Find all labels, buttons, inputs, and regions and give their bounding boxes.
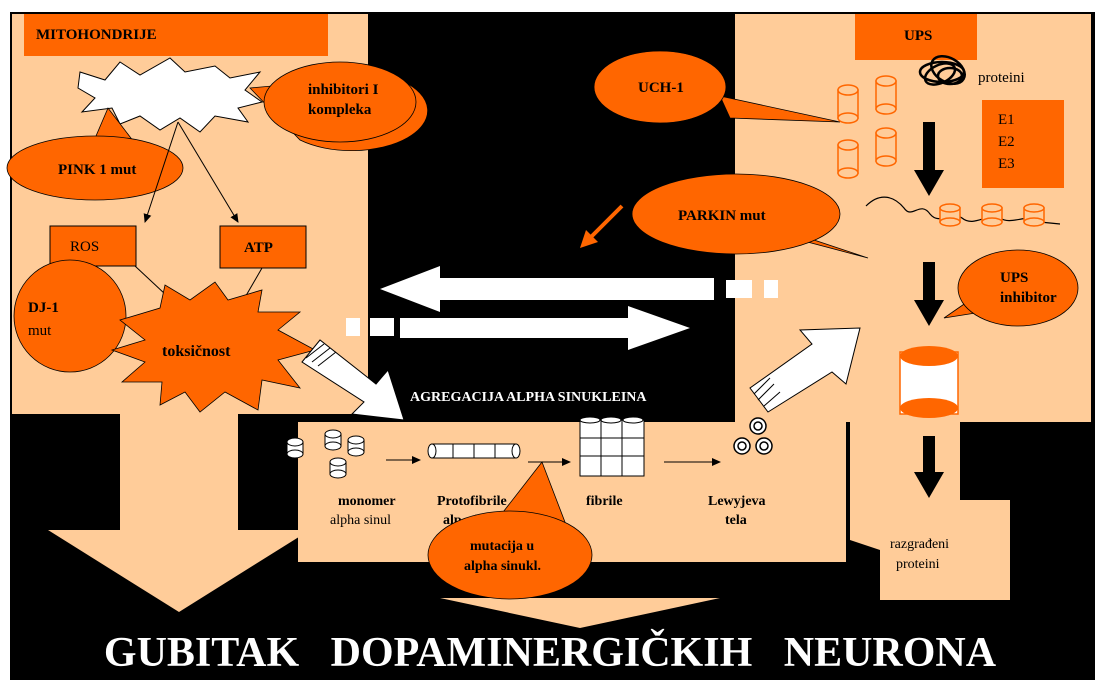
lewy-bodies-icon: [733, 417, 773, 455]
parkin-arrow: [580, 204, 624, 248]
protofibril-icon: [427, 443, 521, 459]
parkin-label: PARKIN mut: [678, 208, 766, 224]
stage-monomer-2: alpha sinul: [330, 513, 391, 528]
uch1-pointer: [719, 95, 841, 123]
footer-title: GUBITAK DOPAMINERGIČKIH NEURONA: [104, 628, 997, 676]
ups-inhibitor-label-2: inhibitor: [1000, 290, 1057, 306]
stage-lewy-2: tela: [725, 513, 747, 528]
enzymes-box: [982, 100, 1064, 188]
complex-burst: [77, 57, 264, 133]
inhibitors-label-2: kompleka: [308, 102, 372, 118]
ups-flow-arrows: [914, 122, 944, 498]
down-arrow-center: [440, 598, 720, 628]
arrow-toxicity-to-aggregation: [301, 339, 405, 421]
fibril-icon: [579, 416, 645, 477]
dj1-label-1: DJ-1: [28, 300, 59, 316]
uch1-label: UCH-1: [638, 80, 684, 96]
stage-protofibril-1: Protofibrile: [437, 494, 507, 509]
ups-title-box: [855, 14, 977, 60]
toxicity-label: toksičnost: [162, 343, 231, 360]
mutation-label-2: alpha sinukl.: [464, 559, 541, 574]
enzyme-e2: E2: [998, 134, 1015, 150]
monomer-icon: [286, 429, 365, 479]
white-arrow-left: [380, 266, 714, 312]
ups-inhibitor-label-1: UPS: [1000, 270, 1028, 286]
degraded-proteins-2: proteini: [896, 557, 940, 572]
degraded-proteins-1: razgrađeni: [890, 537, 949, 552]
aggregation-title: AGREGACIJA ALPHA SINUKLEINA: [410, 390, 647, 405]
pink1-label: PINK 1 mut: [58, 162, 136, 178]
ups-inhibitor-callout: [957, 249, 1079, 327]
atp-label: ATP: [244, 240, 273, 256]
mitochondria-title: MITOHONDRIJE: [36, 27, 157, 43]
toxicity-burst: [110, 281, 317, 413]
pink1-callout: [6, 135, 184, 201]
mutation-label-1: mutacija u: [470, 539, 534, 554]
stage-lewy-1: Lewyjeva: [708, 494, 766, 509]
ubiquitin-cylinders: [939, 203, 1045, 227]
arrow-ups-to-aggregation: [749, 327, 861, 413]
proteasome-subunits: [837, 75, 897, 179]
down-arrow-left: [48, 414, 310, 612]
dj1-callout: [13, 259, 127, 373]
enzyme-e3: E3: [998, 156, 1015, 172]
proteins-label: proteini: [978, 70, 1025, 86]
degraded-proteins-area: [850, 420, 1010, 600]
protein-tangle: [918, 55, 966, 86]
ups-title: UPS: [904, 28, 932, 44]
ros-label: ROS: [70, 239, 99, 255]
proteasome-barrel: [899, 346, 959, 418]
white-arrow-right: [400, 306, 690, 350]
enzyme-e1: E1: [998, 112, 1015, 128]
mitochondria-title-box: [24, 14, 328, 56]
stage-fibril: fibrile: [586, 494, 623, 509]
mutation-callout: [427, 510, 593, 600]
inhibitors-label-1: inhibitori I: [308, 82, 379, 98]
dj1-label-2: mut: [28, 323, 52, 339]
stage-monomer-1: monomer: [338, 494, 396, 509]
atp-box: [219, 225, 307, 269]
parkin-callout: [631, 173, 841, 255]
uch1-callout: [593, 50, 727, 124]
